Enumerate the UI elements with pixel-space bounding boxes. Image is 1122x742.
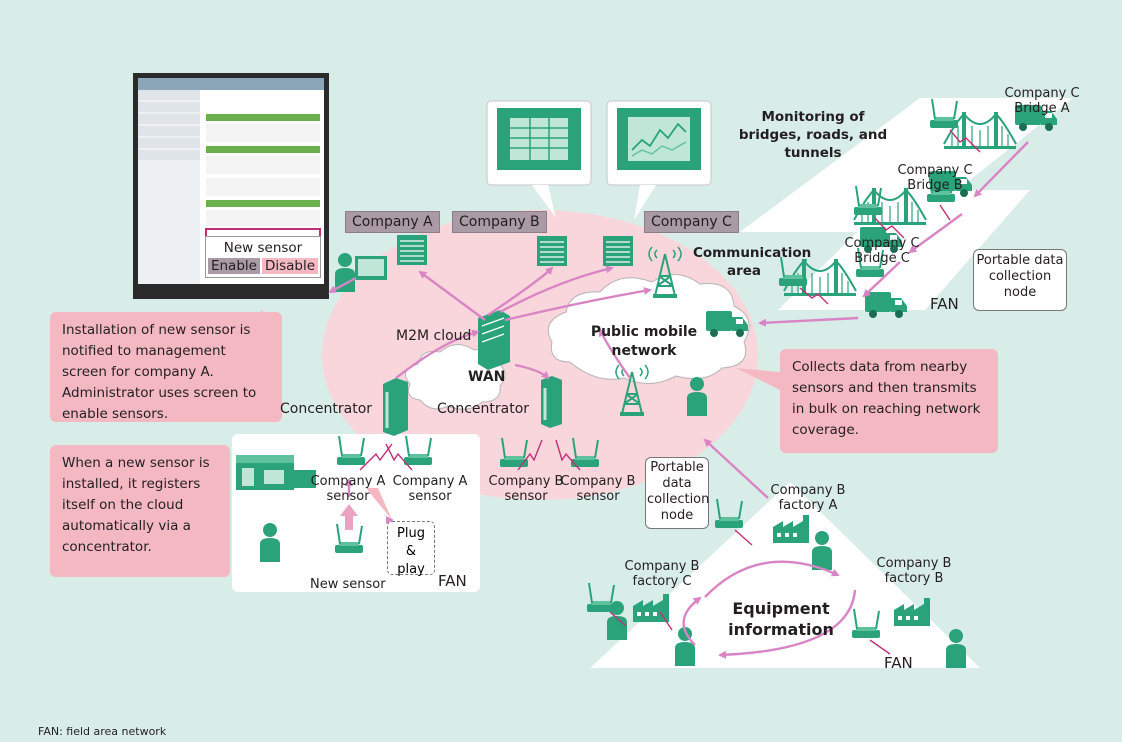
company-b-sensor-1-label: Company B sensor bbox=[488, 474, 564, 504]
company-a-sensor-1-label: Company A sensor bbox=[310, 474, 386, 504]
concentrator-left-device bbox=[383, 378, 408, 436]
new-sensor-label: New sensor bbox=[310, 577, 386, 592]
company-b-server bbox=[536, 235, 568, 267]
wan-server bbox=[478, 310, 510, 370]
fan-right-label: FAN bbox=[930, 295, 959, 313]
fan-bottom-label: FAN bbox=[884, 654, 913, 672]
company-b-tag: Company B bbox=[452, 211, 547, 233]
m2m-cloud-label: M2M cloud bbox=[396, 328, 472, 344]
monitor-graph bbox=[606, 100, 712, 220]
monitoring-label: Monitoring of bridges, roads, and tunnel… bbox=[738, 109, 888, 161]
bridge-a-label: Company C Bridge A bbox=[1004, 86, 1080, 116]
factory-c-label: Company B factory C bbox=[624, 559, 700, 589]
concentrator-mid-device bbox=[541, 376, 562, 428]
store-building bbox=[236, 455, 316, 490]
factory-a-label: Company B factory A bbox=[770, 483, 846, 513]
plug-play-box: Plug & play bbox=[387, 521, 435, 577]
callout-collects: Collects data from nearby sensors and th… bbox=[780, 349, 998, 453]
equipment-label: Equipment information bbox=[728, 599, 834, 639]
callout-installation: Installation of new sensor is notified t… bbox=[50, 312, 282, 422]
company-b-sensor-2-label: Company B sensor bbox=[560, 474, 636, 504]
concentrator-mid-label: Concentrator bbox=[437, 401, 530, 417]
enable-button[interactable]: Enable bbox=[207, 258, 260, 274]
public-mobile-network-cloud bbox=[547, 274, 750, 384]
disable-button[interactable]: Disable bbox=[261, 258, 319, 274]
company-c-tag: Company C bbox=[644, 211, 739, 233]
wan-label: WAN bbox=[468, 369, 506, 385]
public-mobile-label: Public mobile network bbox=[590, 324, 698, 359]
comm-area-label: Communication area bbox=[693, 245, 812, 279]
factory-triangle bbox=[590, 482, 980, 668]
company-c-server bbox=[602, 235, 634, 267]
company-a-tag: Company A bbox=[345, 211, 440, 233]
callout-new-sensor: When a new sensor is installed, it regis… bbox=[50, 445, 230, 577]
fan-left-label: FAN bbox=[438, 572, 467, 590]
monitor-table bbox=[486, 100, 592, 218]
company-a-sensor-2-label: Company A sensor bbox=[392, 474, 468, 504]
footnote: FAN: field area network bbox=[38, 725, 167, 738]
concentrator-left-label: Concentrator bbox=[280, 401, 373, 417]
company-a-server bbox=[396, 234, 428, 266]
new-sensor-popup: New sensor Enable Disable bbox=[205, 236, 321, 278]
popup-title: New sensor bbox=[223, 240, 303, 256]
bridge-b-label: Company C Bridge B bbox=[897, 163, 973, 193]
portable-node-right-box: Portable data collection node bbox=[973, 249, 1067, 311]
portable-node-mid-box: Portable data collection node bbox=[645, 457, 709, 529]
factory-b-label: Company B factory B bbox=[876, 556, 952, 586]
bridge-c-label: Company C Bridge C bbox=[844, 236, 920, 266]
bridge-strip bbox=[740, 98, 1073, 232]
